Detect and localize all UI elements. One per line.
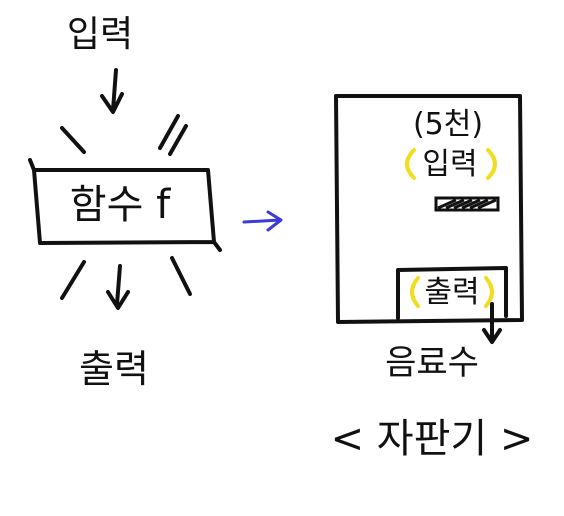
function-machine: 입력 함수 f 출력	[28, 14, 222, 391]
burst-lines	[60, 114, 192, 300]
vending-machine: (5천) 입력 출력 음료수 < 자판기 >	[331, 94, 534, 462]
output-compartment	[396, 266, 508, 320]
vending-input-label: 입력	[422, 147, 477, 182]
function-label: 함수 f	[70, 182, 171, 228]
function-box	[28, 158, 222, 252]
input-highlight-brackets	[405, 148, 497, 180]
vending-machine-body	[334, 94, 524, 324]
input-arrow	[100, 68, 124, 114]
output-highlight-brackets	[410, 276, 494, 308]
vending-machine-caption: < 자판기 >	[331, 416, 534, 462]
drink-label: 음료수	[385, 343, 479, 383]
output-arrow	[106, 264, 130, 310]
coin-slot	[434, 196, 500, 212]
function-input-label: 입력	[67, 14, 133, 55]
vending-output-label: 출력	[424, 275, 479, 310]
transition-arrow	[242, 210, 283, 232]
price-label: (5천)	[413, 107, 483, 142]
function-output-label: 출력	[79, 347, 149, 391]
drink-arrow	[482, 302, 502, 344]
